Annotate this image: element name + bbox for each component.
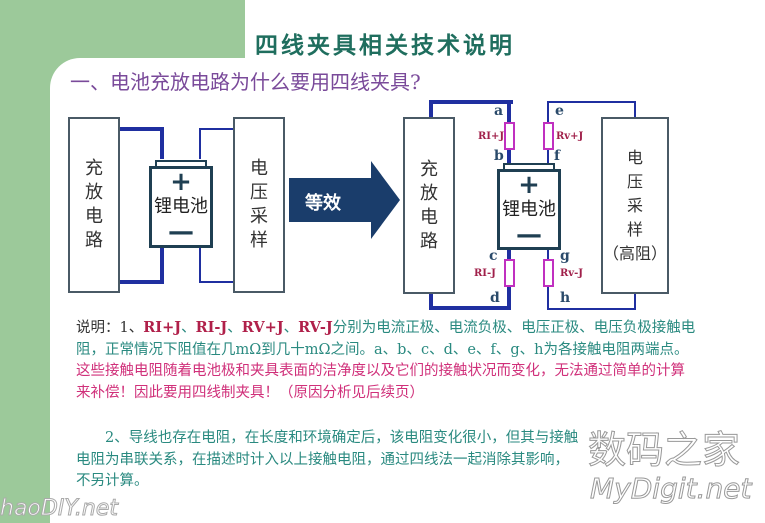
wire [118, 127, 164, 131]
voltage-sampling-box: 电 压 采 样 [233, 117, 285, 293]
battery-cap [503, 163, 555, 171]
wire [634, 101, 636, 118]
wire [429, 292, 433, 310]
node-h: h [560, 290, 571, 306]
wire [547, 308, 636, 310]
ri-plus-term: RI+J [143, 319, 182, 336]
sep: 、 [227, 320, 242, 336]
node-a: a [494, 103, 504, 119]
wire [429, 306, 511, 310]
label-rv-minus: Rv-J [560, 268, 584, 279]
wire [429, 100, 433, 118]
minus-sign: — [516, 219, 542, 250]
wire [429, 100, 513, 104]
rv-plus-term: RV+J [241, 319, 284, 336]
wire [199, 248, 201, 282]
note-text: 分别为电流正极、电流负极、电压正极、电压负极接触电阻，正常情况下阻值在几mΩ到几… [76, 320, 696, 358]
sep: 、 [283, 320, 299, 336]
node-e: e [555, 103, 564, 119]
label-ri-minus: RI-J [474, 268, 496, 279]
explanation-1: 说明：1、RI+J、RI-J、RV+J、RV-J分别为电流正极、电流负极、电压正… [76, 317, 696, 404]
ri-minus-term: RI-J [195, 319, 228, 336]
sep: 、 [181, 320, 196, 336]
battery: + 锂电池 — [497, 169, 561, 250]
equivalent-arrow-icon [289, 161, 400, 239]
wire [160, 127, 164, 159]
wire [547, 101, 636, 103]
watermark-en: MyDigit.net [589, 472, 752, 506]
plus-sign: + [170, 167, 192, 197]
node-c: c [489, 248, 498, 264]
node-g: g [560, 248, 570, 264]
resistor-rv-plus-icon [543, 122, 554, 150]
battery-cap [155, 160, 207, 168]
section-heading: 一、电池充放电路为什么要用四线夹具? [70, 70, 421, 94]
label-ri-plus: RI+J [478, 131, 505, 142]
plus-sign: + [518, 169, 540, 200]
minus-sign: — [168, 217, 194, 247]
wire [634, 292, 636, 310]
wire [199, 128, 235, 130]
voltage-sampling-box-high-impedance: 电 压 采 样 （高阻） [601, 117, 669, 294]
resistor-ri-minus-icon [504, 259, 515, 287]
note-prefix: 说明：1、 [76, 320, 144, 336]
node-d: d [490, 290, 500, 306]
node-b: b [494, 148, 504, 164]
battery-label: 锂电池 [154, 196, 208, 217]
battery-label: 锂电池 [502, 198, 556, 220]
label-rv-plus: Rv+J [556, 131, 584, 142]
resistor-ri-plus-icon [504, 122, 515, 150]
node-f: f [554, 148, 561, 164]
battery: + 锂电池 — [149, 166, 213, 248]
charge-circuit-box: 充 放 电 路 [68, 117, 120, 293]
rv-minus-term: RV-J [298, 319, 333, 336]
note-highlight: 这些接触电阻随着电池极和夹具表面的洁净度以及它们的接触状况而变化，无法通过简单的… [76, 363, 685, 401]
slide-title: 四线夹具相关技术说明 [255, 32, 515, 59]
watermark-cn: 数码之家 [587, 428, 741, 473]
wire [199, 128, 201, 159]
watermark-left: haoDIY.net [0, 496, 119, 522]
equivalent-label: 等效 [305, 193, 341, 214]
resistor-rv-minus-icon [543, 259, 554, 287]
top-white-area [245, 0, 765, 60]
wire [160, 248, 164, 282]
charge-circuit-box: 充 放 电 路 [403, 117, 455, 294]
explanation-2: 2、导线也存在电阻，在长度和环境确定后，该电阻变化很小，但其与接触电阻为串联关系… [76, 430, 579, 489]
wire [118, 280, 164, 284]
wire [199, 281, 235, 283]
